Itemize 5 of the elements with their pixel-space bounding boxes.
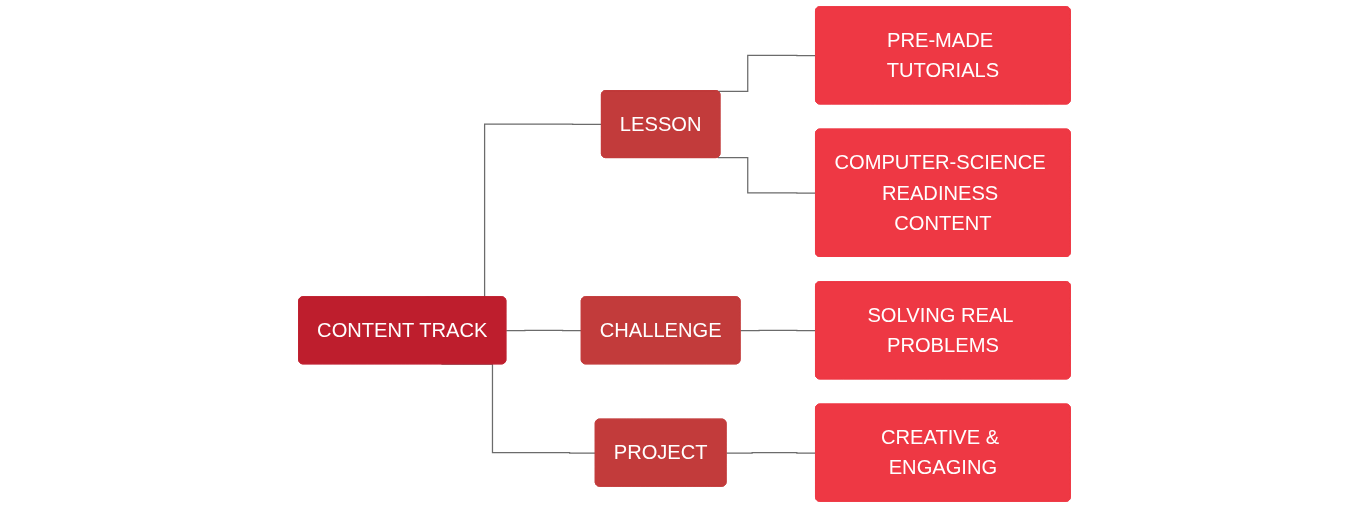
connector: [725, 452, 817, 454]
connector: [717, 157, 817, 194]
connector: [505, 329, 583, 332]
connector: [717, 54, 817, 92]
connector: [739, 329, 817, 332]
